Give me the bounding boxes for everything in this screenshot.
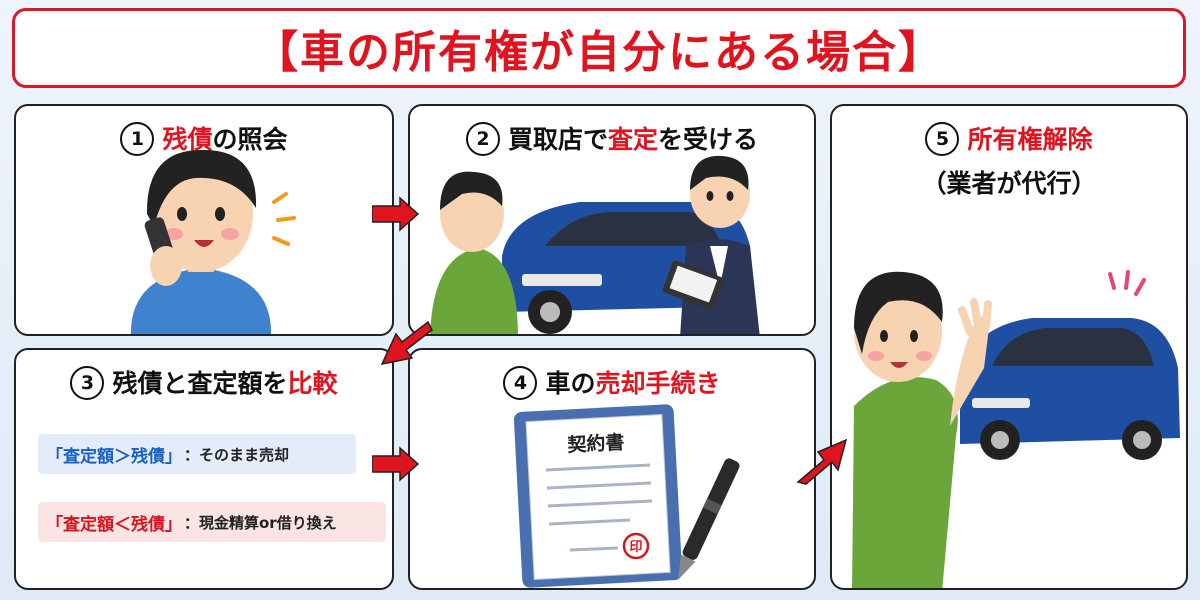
step-number: 5 xyxy=(925,122,960,156)
ownership-release-illustration xyxy=(852,270,1180,588)
page-title: 【車の所有権が自分にある場合】 xyxy=(254,27,944,78)
step-number: 3 xyxy=(70,366,105,400)
arrow-2-to-3 xyxy=(380,320,433,366)
arrow-4-to-5 xyxy=(796,438,848,485)
comparison-row-higher: 「査定額＞残債」：そのまま売却 xyxy=(38,434,356,474)
stamp-text: 印 xyxy=(629,540,642,555)
step-number: 1 xyxy=(120,122,155,156)
title-banner: 【車の所有権が自分にある場合】 xyxy=(12,8,1186,88)
arrow-1-to-2 xyxy=(372,196,420,232)
contract-document-illustration: 印 契約書 xyxy=(513,404,740,588)
step-number: 4 xyxy=(503,366,538,400)
comparison-row-lower: 「査定額＜残債」：現金精算or借り換え xyxy=(38,502,386,542)
person-phone-illustration xyxy=(131,149,296,334)
arrow-3-to-4 xyxy=(372,446,420,482)
step-number: 2 xyxy=(465,122,500,156)
appraisal-illustration xyxy=(430,155,760,334)
step-5-subtitle: （業者が代行） xyxy=(921,169,1097,198)
contract-heading: 契約書 xyxy=(566,431,625,457)
